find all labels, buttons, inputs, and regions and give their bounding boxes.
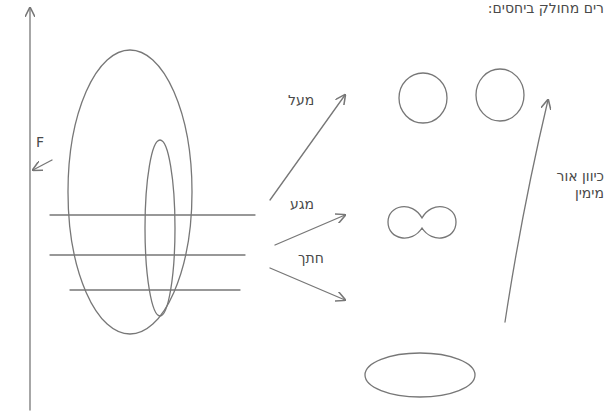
section-ellipse bbox=[365, 353, 475, 397]
direction-arrow bbox=[505, 100, 548, 322]
section-circle bbox=[476, 69, 524, 121]
section-circle bbox=[399, 73, 447, 123]
section-label: מגע bbox=[290, 196, 314, 213]
torus-outline bbox=[68, 50, 192, 334]
cutting-plane bbox=[50, 214, 255, 215]
section-figure-eight bbox=[388, 207, 456, 238]
force-arrow bbox=[33, 160, 52, 170]
cutting-plane bbox=[50, 254, 245, 255]
section-label: מעל bbox=[288, 92, 314, 109]
section-arrow bbox=[270, 95, 345, 200]
section-label: חתך bbox=[298, 250, 324, 267]
force-label: F bbox=[36, 134, 44, 151]
section-arrow bbox=[275, 215, 345, 245]
cutting-plane bbox=[70, 289, 240, 290]
section-arrow bbox=[270, 268, 345, 300]
axis-line bbox=[29, 8, 30, 410]
direction-note: כיוון אור מימין bbox=[552, 168, 604, 202]
heading-text: רים מחולק ביחסים: bbox=[488, 0, 604, 17]
